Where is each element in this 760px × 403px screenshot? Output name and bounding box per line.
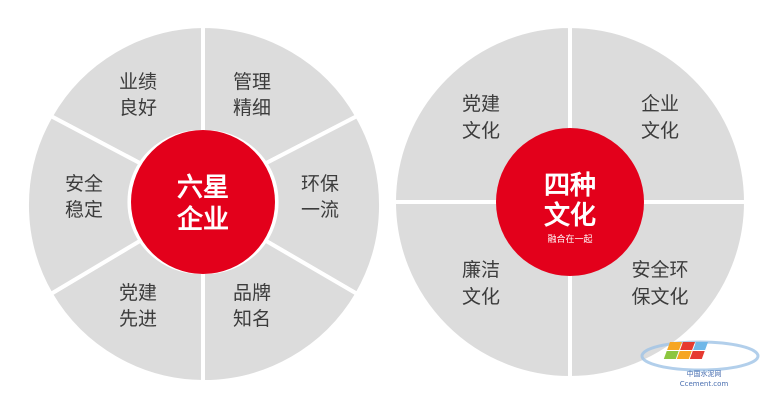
left-segment-6	[25, 113, 144, 297]
right-seg3-line2: 文化	[462, 286, 500, 308]
right-core-line2: 文化	[544, 200, 596, 231]
watermark-url: Ccement.com	[680, 380, 729, 388]
left-core	[131, 130, 275, 274]
right-wheel: 党建 文化 企业 文化 廉洁 文化 安全环 保文化 四种 文化 融合在一起	[391, 23, 749, 381]
left-segment-4	[201, 237, 360, 385]
left-seg3-line1: 环保	[301, 173, 339, 195]
left-segment-3	[262, 113, 383, 297]
left-seg4-line2: 知名	[233, 308, 271, 330]
left-core-line2: 企业	[177, 204, 229, 235]
left-seg1-line1: 业绩	[119, 71, 157, 93]
left-seg5-line2: 先进	[119, 308, 157, 330]
left-seg6-line1: 安全	[65, 173, 103, 195]
right-seg3-line1: 廉洁	[462, 259, 500, 281]
watermark-name: 中国水泥网	[687, 369, 722, 378]
right-seg1-line1: 党建	[462, 93, 500, 115]
watermark-logo: 中国水泥网 Ccement.com	[640, 340, 760, 388]
right-core	[496, 128, 644, 276]
left-seg4-line1: 品牌	[233, 282, 271, 304]
left-seg2-line1: 管理	[233, 71, 271, 93]
right-seg4-line2: 保文化	[631, 286, 688, 308]
left-wheel: 业绩 良好 管理 精细 环保 一流 品牌 知名 党建 先进 安全 稳定 六星 企…	[25, 23, 383, 385]
right-seg2-line2: 文化	[641, 120, 679, 142]
left-core-line1: 六星	[177, 173, 229, 203]
right-seg1-line2: 文化	[462, 120, 500, 142]
right-core-line1: 四种	[544, 171, 596, 201]
right-core-subtitle: 融合在一起	[547, 233, 592, 245]
right-seg2-line1: 企业	[641, 93, 679, 115]
left-seg1-line2: 良好	[119, 97, 157, 119]
watermark-tiles	[663, 342, 708, 359]
left-seg6-line2: 稳定	[65, 199, 103, 221]
left-seg5-line1: 党建	[119, 282, 157, 304]
left-seg2-line2: 精细	[233, 97, 271, 119]
left-seg3-line2: 一流	[301, 199, 339, 221]
right-seg4-line1: 安全环	[631, 259, 688, 281]
